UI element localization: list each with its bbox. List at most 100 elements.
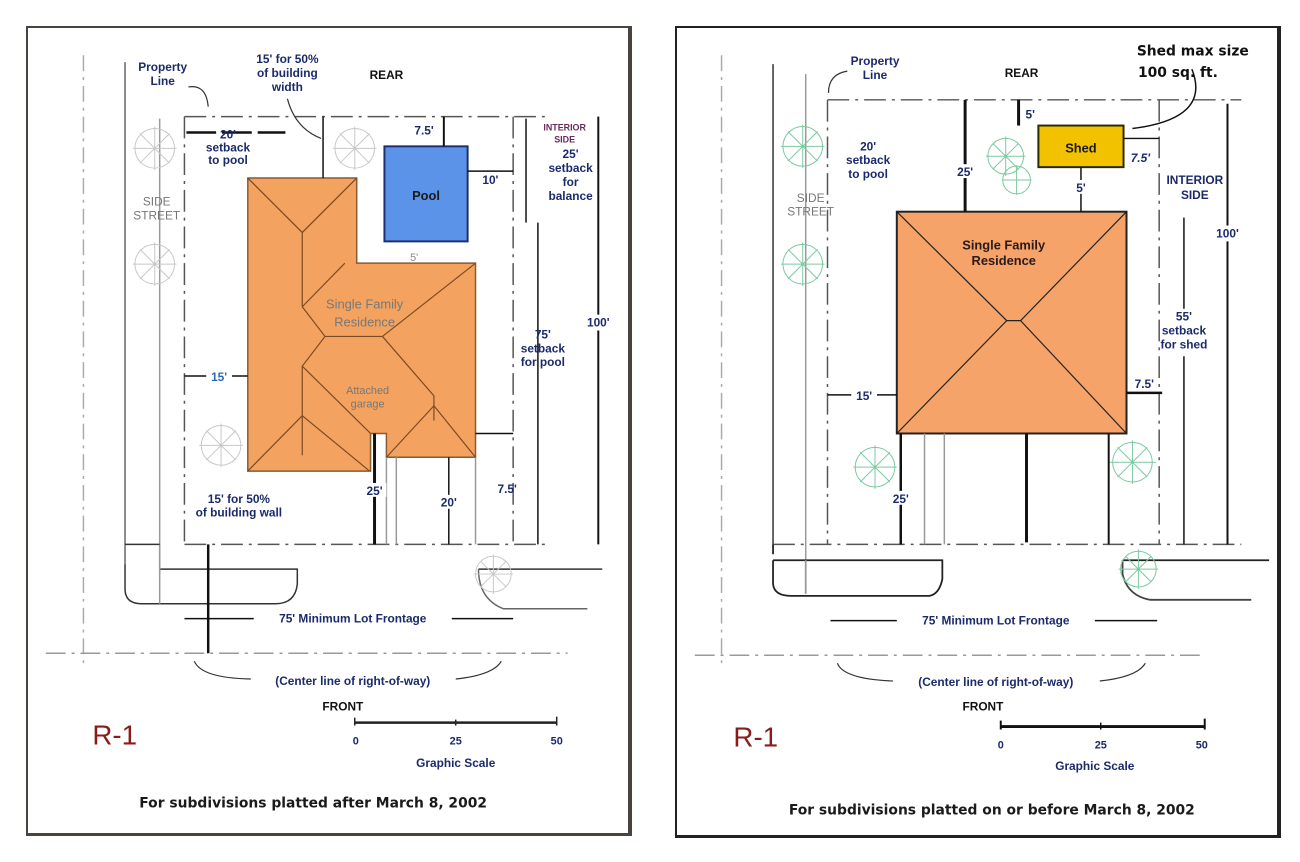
tree-icon bbox=[780, 124, 825, 169]
scale-tick-0: 0 bbox=[998, 739, 1004, 751]
front-label: FRONT bbox=[962, 700, 1004, 714]
graphic-scale: 0 25 50 Graphic Scale bbox=[998, 718, 1208, 773]
scale-title: Graphic Scale bbox=[416, 756, 496, 770]
garage-front-dim: 25' bbox=[367, 484, 383, 498]
pool-setback-label: setback bbox=[206, 140, 251, 154]
shed-note-arrow bbox=[1132, 68, 1197, 130]
pool-75-setback-label: setback bbox=[521, 341, 566, 355]
property-line-arrow bbox=[827, 70, 848, 93]
property-line-label-2: Line bbox=[150, 74, 175, 88]
interior-side-label-2: SIDE bbox=[1181, 188, 1209, 202]
plan-caption: For subdivisions platted after March 8, … bbox=[139, 796, 487, 812]
side-street-label-2: STREET bbox=[133, 209, 180, 223]
interior-side-label: INTERIOR bbox=[1166, 173, 1223, 187]
building-width-note: 15' for 50% bbox=[256, 52, 319, 66]
tree-icon bbox=[780, 242, 825, 286]
tree-icon bbox=[985, 136, 1026, 177]
site-plan-after-2002: Single Family Residence Attached garage … bbox=[26, 26, 632, 836]
balance-setback-label-2: for bbox=[563, 175, 579, 189]
scale-tick-50: 50 bbox=[551, 735, 563, 747]
site-plan-before-2002: Single Family Residence Shed Property Li… bbox=[675, 26, 1281, 838]
rear-label: REAR bbox=[370, 68, 404, 82]
zone-label: R-1 bbox=[733, 721, 778, 752]
side-street-label-2: STREET bbox=[787, 205, 834, 219]
centerline-label: (Center line of right-of-way) bbox=[918, 675, 1073, 689]
frontage-label: 75' Minimum Lot Frontage bbox=[279, 612, 427, 626]
interior-side-label-2: SIDE bbox=[554, 134, 575, 144]
residence-label: Single Family bbox=[962, 237, 1046, 252]
building-width-arrow bbox=[286, 98, 322, 139]
pool-side-dim: 10' bbox=[482, 173, 498, 187]
graphic-scale: 0 25 50 Graphic Scale bbox=[353, 716, 563, 770]
building-width-note-3: width bbox=[271, 80, 303, 94]
tree-icon bbox=[332, 126, 377, 171]
side-street-label: SIDE bbox=[143, 195, 171, 209]
rear-shed-dim: 5' bbox=[1026, 108, 1036, 122]
tree-icon bbox=[199, 423, 243, 468]
pool-setback-value: 20' bbox=[220, 127, 236, 141]
residence-label-2: Residence bbox=[334, 315, 395, 330]
shed-house-dim: 5' bbox=[1076, 181, 1086, 195]
pool-house-dim: 5' bbox=[410, 252, 418, 264]
building-wall-note: 15' for 50% bbox=[208, 492, 271, 506]
roof-ridge-lines bbox=[247, 177, 476, 472]
house-front-dim: 20' bbox=[441, 496, 457, 510]
tree-icon bbox=[1118, 549, 1159, 589]
shed-setback-label: setback bbox=[1162, 323, 1207, 337]
residence-label: Single Family bbox=[326, 297, 404, 312]
shed-label: Shed bbox=[1065, 140, 1096, 155]
roof-ridge-lines bbox=[896, 211, 1127, 434]
pool-setback-label: setback bbox=[846, 153, 891, 167]
tree-icon bbox=[1001, 165, 1032, 195]
shed-setback-label-2: for shed bbox=[1161, 337, 1208, 351]
garage-label-2: garage bbox=[351, 399, 385, 411]
shed-side-dim: 7.5' bbox=[1131, 151, 1152, 165]
scale-tick-50: 50 bbox=[1196, 739, 1208, 751]
depth-dim: 100' bbox=[587, 316, 610, 330]
pool-rear-dim: 7.5' bbox=[414, 123, 434, 137]
front-dim: 25' bbox=[893, 492, 909, 506]
frontage-label: 75' Minimum Lot Frontage bbox=[922, 614, 1070, 628]
balance-setback-value: 25' bbox=[563, 147, 579, 161]
interior-side-dim: 7.5' bbox=[498, 482, 518, 496]
zone-label: R-1 bbox=[92, 719, 137, 750]
pool-75-setback-label-2: for pool bbox=[521, 355, 565, 369]
pool-shape bbox=[383, 145, 469, 243]
shed-shape bbox=[1037, 124, 1125, 169]
scale-tick-25: 25 bbox=[1095, 739, 1107, 751]
side-dim: 15' bbox=[856, 389, 872, 403]
interior-side-label: INTERIOR bbox=[543, 123, 586, 133]
scale-tick-0: 0 bbox=[353, 735, 359, 747]
tree-icon bbox=[132, 126, 177, 171]
tree-icon bbox=[1108, 440, 1157, 484]
pool-75-setback-value: 75' bbox=[535, 327, 551, 341]
balance-setback-label: setback bbox=[548, 161, 593, 175]
side-street-label: SIDE bbox=[797, 191, 825, 205]
property-line-arrow bbox=[188, 86, 209, 107]
residence-footprint bbox=[895, 210, 1128, 435]
shed-note: Shed max size bbox=[1137, 43, 1249, 59]
tree-icon bbox=[132, 242, 177, 286]
building-width-note-2: of building bbox=[257, 66, 318, 80]
garage-label: Attached bbox=[346, 385, 389, 397]
side-dim: 15' bbox=[211, 370, 227, 384]
tree-icon bbox=[473, 554, 514, 594]
shed-note-2: 100 sq. ft. bbox=[1138, 65, 1218, 81]
property-line-label: Property bbox=[138, 60, 187, 74]
site-plan-drawing: Single Family Residence Shed Property Li… bbox=[694, 43, 1270, 819]
balance-setback-label-3: balance bbox=[548, 189, 593, 203]
residence-label-2: Residence bbox=[972, 253, 1036, 268]
site-plan-drawing: Single Family Residence Attached garage … bbox=[45, 52, 615, 812]
pool-setback-label-2: to pool bbox=[208, 153, 248, 167]
rear-house-dim: 25' bbox=[957, 165, 973, 179]
scale-tick-25: 25 bbox=[450, 735, 462, 747]
front-label: FRONT bbox=[322, 700, 364, 714]
curb-left bbox=[124, 564, 299, 605]
tree-icons bbox=[132, 126, 514, 594]
interior-side-dim: 7.5' bbox=[1135, 377, 1155, 391]
depth-dim: 100' bbox=[1216, 226, 1239, 240]
shed-setback-value: 55' bbox=[1176, 310, 1192, 324]
scale-title: Graphic Scale bbox=[1055, 759, 1135, 773]
centerline-arrows bbox=[193, 660, 502, 680]
tree-icon bbox=[853, 445, 897, 489]
